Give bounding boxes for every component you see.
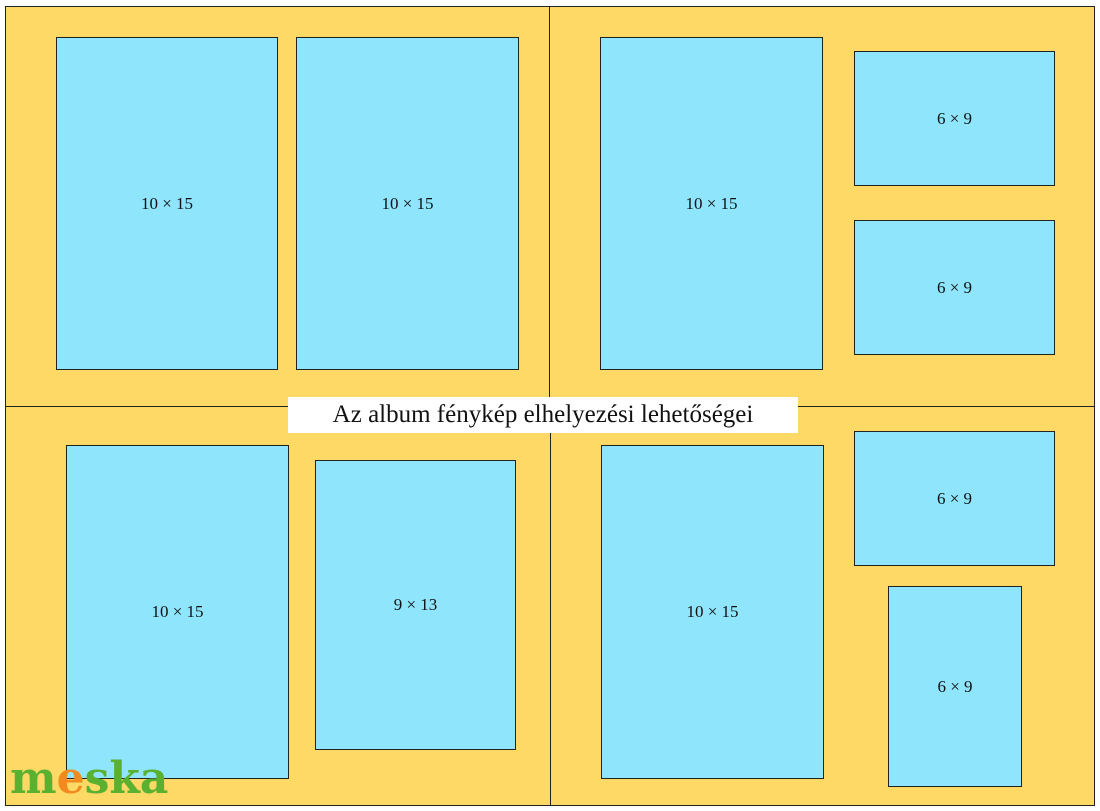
album-page-top-right: 10 × 15 6 × 9 6 × 9 [549,6,1095,407]
photo-slot: 10 × 15 [601,445,824,779]
photo-slot: 10 × 15 [56,37,278,370]
photo-size-label: 9 × 13 [393,595,438,614]
photo-slot: 6 × 9 [888,586,1022,787]
photo-size-label: 10 × 15 [686,602,739,621]
photo-slot: 10 × 15 [66,445,289,779]
photo-size-label: 6 × 9 [936,277,973,297]
photo-size-label: 10 × 15 [381,193,434,213]
photo-size-label: 10 × 15 [685,193,738,213]
photo-slot: 6 × 9 [854,431,1055,566]
album-page-bottom-left: 10 × 15 9 × 13 [5,406,551,806]
photo-slot: 10 × 15 [600,37,823,370]
photo-size-label: 10 × 15 [140,193,194,213]
photo-size-label: 6 × 9 [936,488,973,508]
album-page-top-left: 10 × 15 10 × 15 [5,6,550,407]
photo-slot: 9 × 13 [315,460,516,750]
meska-logo: meska [10,753,169,804]
diagram-title: Az album fénykép elhelyezési lehetőségei [288,397,798,433]
photo-size-label: 10 × 15 [151,602,204,621]
photo-slot: 6 × 9 [854,220,1055,355]
photo-size-label: 6 × 9 [936,108,973,128]
photo-size-label: 6 × 9 [937,676,973,696]
album-page-bottom-right: 10 × 15 6 × 9 6 × 9 [550,406,1095,806]
photo-slot: 10 × 15 [296,37,519,370]
photo-slot: 6 × 9 [854,51,1055,186]
